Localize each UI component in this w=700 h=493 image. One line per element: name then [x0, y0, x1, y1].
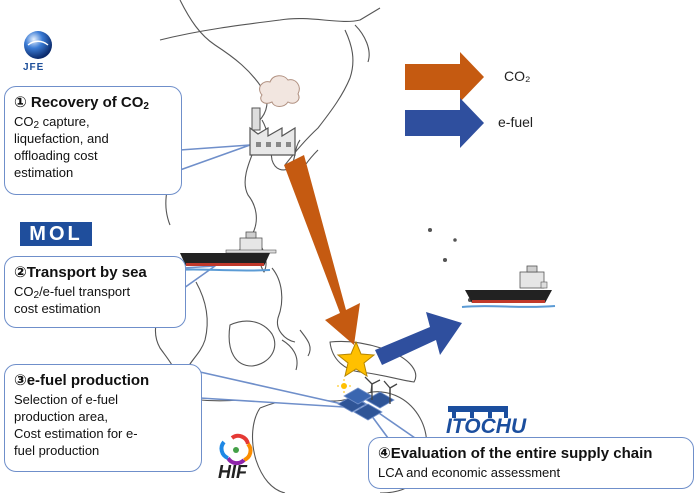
step-number: ④: [378, 445, 391, 462]
step-recovery-box: ① Recovery of CO2 CO2 capture, liquefact…: [4, 86, 182, 195]
step-production-line-2: production area,: [14, 409, 108, 424]
sun-icon: [337, 379, 351, 393]
step-title-subscript: 2: [143, 101, 149, 112]
step-number: ①: [14, 94, 27, 111]
step-production-line-1: Selection of e-fuel: [14, 392, 119, 407]
step-title-text: Recovery of CO: [30, 94, 144, 111]
itochu-logo-icon: [448, 406, 508, 418]
step-production-title: ③e-fuel production: [14, 371, 192, 390]
step-title-text: Transport by sea: [26, 264, 147, 281]
pointer-recovery: [179, 144, 251, 171]
mol-logo: MOL: [20, 222, 92, 246]
step-recovery-line-1: CO2 capture,: [14, 114, 90, 131]
hif-logo-text: HIF: [218, 462, 247, 482]
jfe-logo-text: JFE: [23, 62, 45, 73]
production-site-star-icon: [336, 340, 376, 378]
step-production-line-4: fuel production: [14, 443, 100, 458]
step-evaluation-box: ④Evaluation of the entire supply chain L…: [368, 437, 694, 489]
legend-efuel-arrow: [405, 98, 484, 148]
efuel-route-arrow: [375, 312, 462, 365]
solar-panel-icon: [337, 387, 395, 421]
legend-efuel-label: e-fuel: [498, 114, 534, 130]
step-title-text: Evaluation of the entire supply chain: [390, 445, 653, 462]
legend-co2-label: CO₂: [504, 68, 531, 84]
ship-icon-pacific: [461, 265, 556, 308]
step-transport-title: ②Transport by sea: [14, 263, 176, 282]
step-number: ②: [14, 264, 27, 281]
step-recovery-title: ① Recovery of CO2: [14, 93, 172, 112]
step-evaluation-line-1: LCA and economic assessment: [378, 465, 561, 480]
step-recovery-line-2: liquefaction, and: [14, 131, 109, 146]
step-number: ③: [14, 372, 27, 389]
wind-turbine-icon: [364, 376, 398, 404]
step-evaluation-title: ④Evaluation of the entire supply chain: [378, 444, 684, 463]
step-transport-line-2: cost estimation: [14, 301, 101, 316]
step-production-box: ③e-fuel production Selection of e-fuel p…: [4, 364, 202, 472]
pointer-production: [199, 371, 361, 409]
hif-logo-icon: [219, 433, 253, 466]
itochu-logo-text: ITOCHU: [446, 415, 527, 438]
step-recovery-line-4: estimation: [14, 165, 74, 180]
step-production-line-3: Cost estimation for e-: [14, 426, 138, 441]
callout-pointers: [179, 144, 416, 439]
step-transport-box: ②Transport by sea CO2/e-fuel transport c…: [4, 256, 186, 328]
ship-icon-asia: [177, 231, 277, 272]
step-transport-line-1: CO2/e-fuel transport: [14, 284, 131, 301]
step-title-text: e-fuel production: [26, 372, 150, 389]
jfe-logo-icon: [24, 31, 52, 59]
legend-co2-arrow: [405, 52, 484, 102]
co2-route-arrow: [284, 155, 360, 345]
map-outline: [154, 0, 473, 493]
factory-icon: [249, 75, 300, 156]
step-recovery-line-3: offloading cost: [14, 148, 98, 163]
